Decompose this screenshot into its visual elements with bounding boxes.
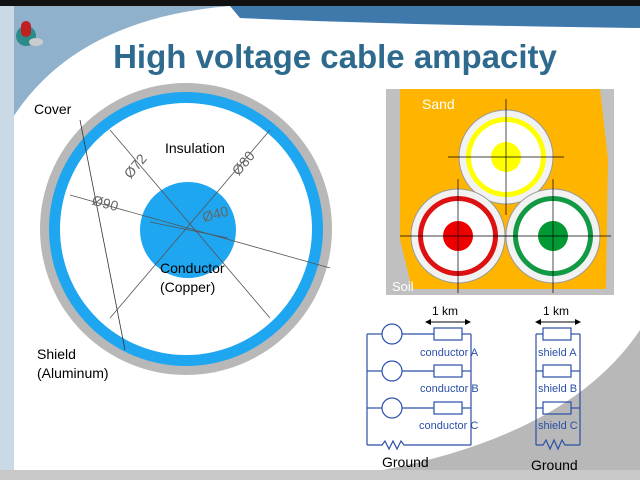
soil-label: Soil <box>392 279 414 294</box>
slide-title: High voltage cable ampacity <box>113 38 557 75</box>
shield-material-label: (Aluminum) <box>37 365 109 381</box>
conductor-c-label: conductor C <box>419 420 478 432</box>
burial-arrangement: Sand Soil <box>386 89 614 295</box>
conductor-length-label: 1 km <box>432 304 458 318</box>
logo-icon <box>16 21 43 46</box>
insulation-label: Insulation <box>165 140 225 156</box>
shield-ground-label: Ground <box>531 457 578 473</box>
shield-label: Shield <box>37 346 76 362</box>
shield-length-label: 1 km <box>543 304 569 318</box>
shield-b-label: shield B <box>538 383 577 395</box>
circuit-diagrams: 1 km 1 km conductor A conductor B conduc… <box>366 304 581 473</box>
cover-label: Cover <box>34 101 72 117</box>
shield-c-label: shield C <box>538 420 578 432</box>
conductor-material-label: (Copper) <box>160 279 216 295</box>
sand-label: Sand <box>422 96 455 112</box>
conductor-ground-label: Ground <box>382 454 429 470</box>
shield-a-label: shield A <box>538 347 577 359</box>
conductor-a-label: conductor A <box>420 347 479 359</box>
conductor-b-label: conductor B <box>420 383 479 395</box>
conductor-circuit <box>366 323 472 451</box>
shield-circuit <box>535 327 581 451</box>
cable-cross-section <box>40 83 332 375</box>
conductor-label: Conductor <box>160 260 225 276</box>
